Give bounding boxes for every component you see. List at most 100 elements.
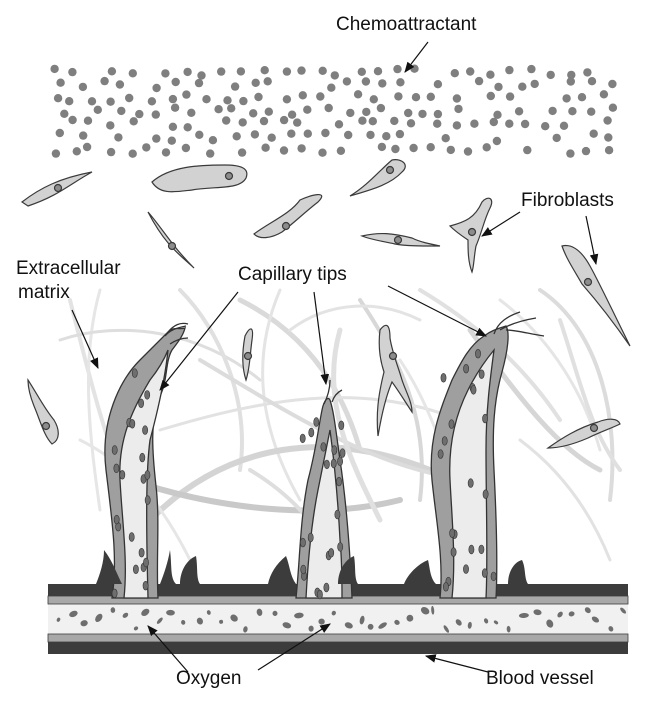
chemoattractant-dot [293,118,301,126]
chemoattractant-dot [325,104,333,112]
chemoattractant-dot [608,80,616,88]
chemoattractant-dot [475,77,483,85]
chemoattractant-dot [362,77,370,85]
chemoattractant-dot [412,93,420,101]
chemoattractant-dot [566,149,574,157]
chemoattractant-dot [487,92,495,100]
endothelial-nucleus [463,565,468,574]
chemoattractant-dot [297,66,305,74]
label-oxygen: Oxygen [176,668,241,690]
endothelial-nucleus [338,543,343,552]
endothelial-nucleus [338,457,343,466]
endothelial-nucleus [441,373,446,382]
chemoattractant-particles [50,65,617,158]
chemoattractant-dot [378,79,386,87]
chemoattractant-dot [152,84,160,92]
chemoattractant-dot [321,129,329,137]
chemoattractant-dot [68,68,76,76]
chemoattractant-dot [521,120,529,128]
chemoattractant-dot [609,104,617,112]
chemoattractant-dot [354,90,362,98]
chemoattractant-dot [304,130,312,138]
endothelial-nucleus [324,460,329,469]
chemoattractant-dot [222,116,230,124]
endothelial-nucleus [339,421,344,430]
endothelial-nucleus [317,590,322,599]
chemoattractant-dot [168,137,176,145]
chemoattractant-dot [404,109,412,117]
chemoattractant-dot [106,121,114,129]
chemoattractant-dot [303,106,311,114]
blood-vessel-arrow [426,656,488,672]
endothelial-nucleus [112,446,117,455]
chemoattractant-dot [582,147,590,155]
chemoattractant-dot [50,65,58,73]
chemoattractant-dot [434,110,442,118]
chemoattractant-dot [142,143,150,151]
chemoattractant-dot [316,92,324,100]
chemoattractant-dot [129,150,137,158]
label-extracellular-matrix-line2: matrix [18,282,70,304]
endothelial-nucleus [479,545,484,554]
chemoattractant-dot [152,110,160,118]
chemoattractant-dot [562,94,570,102]
chemoattractant-dot [366,131,374,139]
chemoattractant-dot [79,83,87,91]
chemoattractant-dot [287,130,295,138]
chemoattractant-dot [297,144,305,152]
chemoattractant-dot [94,106,102,114]
chemoattractant-dot [233,132,241,140]
chemoattractant-dot [531,80,539,88]
chemoattractant-dot [454,105,462,113]
chemoattractant-dot [470,120,478,128]
chemoattractant-dot [362,108,370,116]
endothelial-nucleus [112,589,117,598]
chemoattractant-dot [541,122,549,130]
fibroblast [450,198,492,272]
capillary-sprouts [105,312,544,599]
endothelial-nucleus [329,548,334,557]
endothelial-nucleus [130,419,135,428]
chemoattractant-dot [169,123,177,131]
endothelial-nucleus [479,370,484,379]
chemoattractant-dot [464,147,472,155]
chemoattractant-dot [172,78,180,86]
chemoattractant-dot [483,143,491,151]
chemoattractant-dot [434,80,442,88]
chemoattractant-dot [283,95,291,103]
endothelial-nucleus [331,459,336,468]
fibroblasts-arrow-1 [482,212,520,236]
chemoattractant-dot [505,66,513,74]
chemoattractant-dot [453,121,461,129]
endothelial-nucleus [132,369,137,378]
chemoattractant-dot [567,77,575,85]
fibroblast [254,195,322,238]
endothelial-nucleus [301,565,306,574]
chemoattractant-dot [84,117,92,125]
chemoattractant-dot [318,149,326,157]
chemoattractant-dot [390,117,398,125]
fibroblast [28,380,58,444]
chemoattractant-dot [560,122,568,130]
chemoattractant-dot [54,94,62,102]
chemoattractant-dot [52,149,60,157]
chemoattractant-dot [283,67,291,75]
chemoattractant-dot [88,97,96,105]
chemoattractant-dot [260,117,268,125]
chemoattractant-dot [249,109,257,117]
endothelial-nucleus [133,565,138,574]
chemoattractant-dot [335,120,343,128]
chemoattractant-dot [268,134,276,142]
endothelial-nucleus [129,533,134,542]
endothelial-nucleus [300,538,305,547]
chemoattractant-dot [587,108,595,116]
chemoattractant-dot [239,118,247,126]
label-extracellular-matrix-line1: Extracellular [16,258,121,280]
chemoattractant-dot [506,92,514,100]
chemoattractant-dot [547,71,555,79]
endothelial-nucleus [475,349,480,358]
chemoattractant-dot [603,116,611,124]
endothelial-nucleus [438,450,443,459]
chemoattractant-dot [553,134,561,142]
